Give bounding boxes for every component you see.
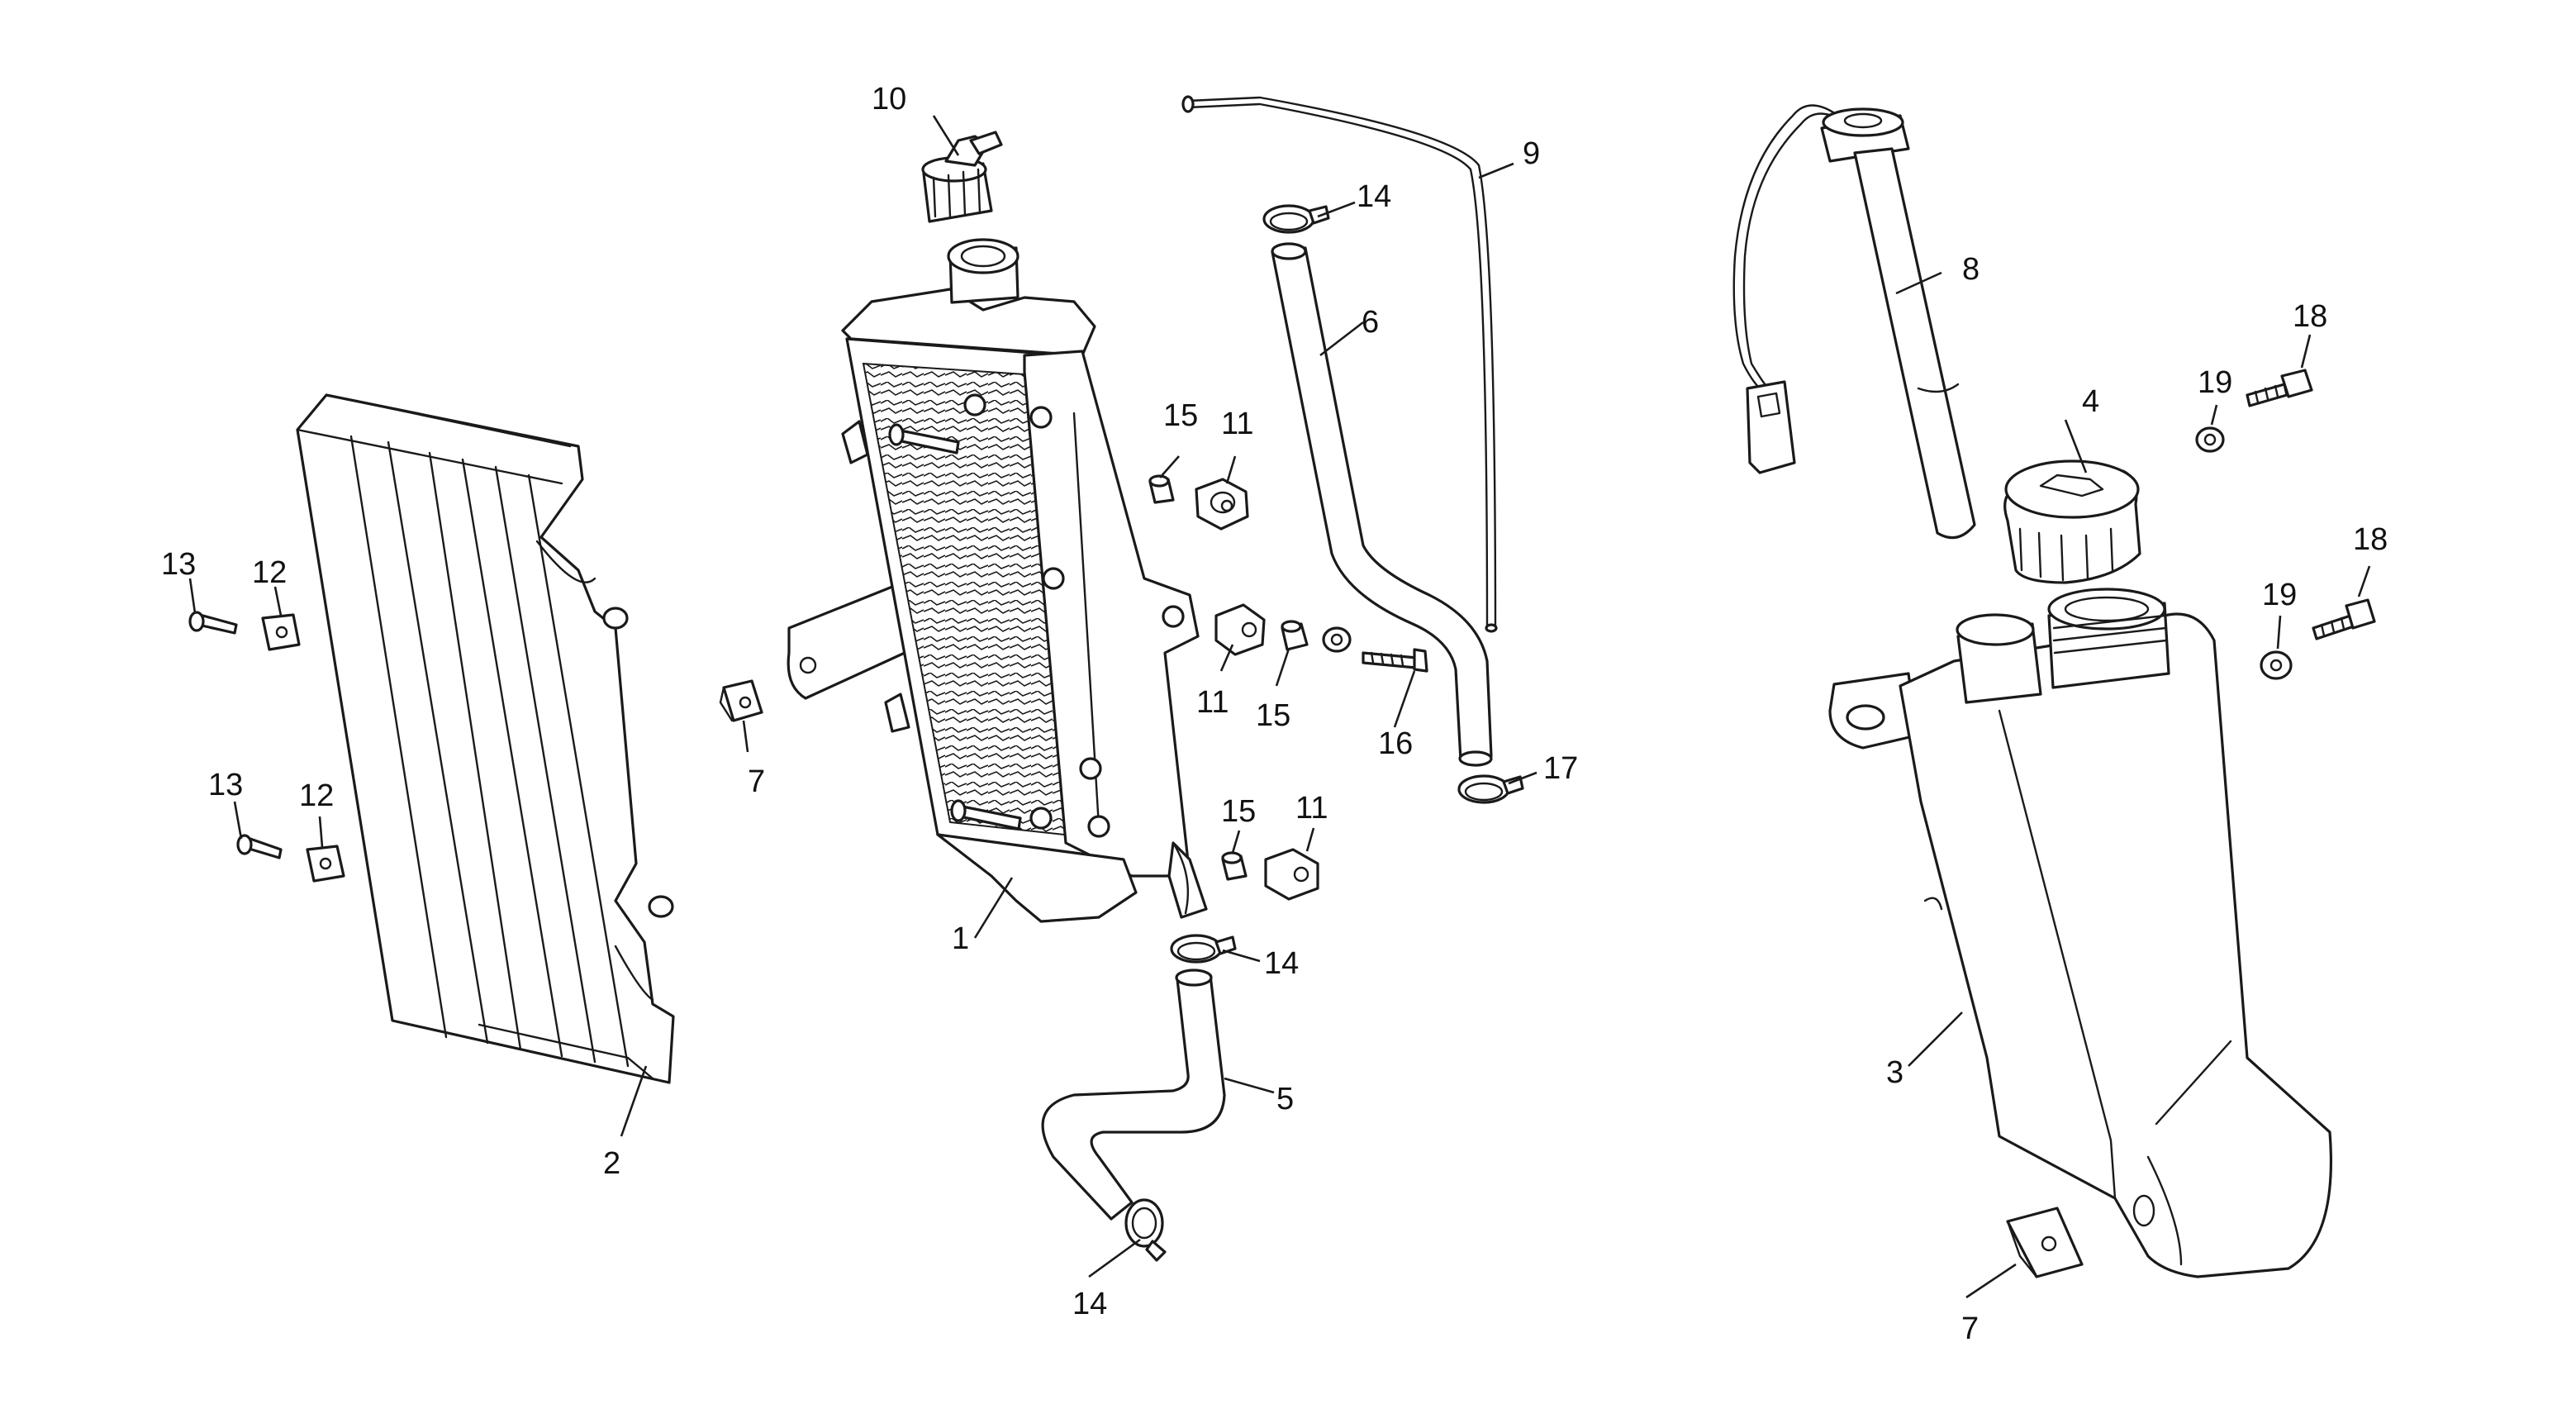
washer-19-lower: [2260, 650, 2293, 680]
bolt-18-lower: [2312, 598, 2376, 640]
hose-clamp-14-upper: [1262, 204, 1330, 234]
callout-17: 17: [1543, 751, 1578, 786]
callout-12-lower: 12: [299, 778, 334, 813]
expansion-tank-part: [1828, 588, 2333, 1278]
callout-12-upper: 12: [252, 555, 287, 590]
leader-lines: [188, 115, 2371, 1299]
grommet-11-lower: [1264, 848, 1319, 901]
callout-13-lower: 13: [208, 768, 243, 802]
washer-16: [1322, 626, 1352, 653]
callout-1: 1: [952, 921, 969, 956]
clip-nut-7-middle: [719, 679, 763, 722]
spacer-15-lower: [1221, 851, 1248, 881]
callout-5: 5: [1276, 1082, 1294, 1116]
spacer-15-middle: [1281, 620, 1309, 651]
radiator-guard-part: [296, 393, 675, 1084]
callout-18-lower: 18: [2353, 522, 2388, 557]
callout-2: 2: [603, 1146, 620, 1181]
callout-13-upper: 13: [161, 547, 196, 582]
callout-15-middle: 15: [1256, 698, 1290, 733]
callout-7-right: 7: [1961, 1311, 1979, 1346]
callout-19-upper: 19: [2198, 365, 2232, 400]
callout-15-lower: 15: [1221, 794, 1256, 829]
grommet-11-middle: [1214, 603, 1266, 656]
callout-11-lower: 11: [1295, 791, 1328, 826]
spacer-15-upper: [1148, 474, 1175, 504]
callout-labels: 1 2 3 4 5 6 7 7 8 9 10 11 11 11 12 12 13…: [161, 82, 2388, 1346]
radiator-cap-part: [921, 131, 1003, 223]
callout-16: 16: [1378, 726, 1413, 761]
screw-13-upper: [188, 611, 238, 635]
level-sensor-part: [1732, 104, 1976, 540]
callout-9: 9: [1523, 136, 1540, 171]
upper-hose-part: [1271, 242, 1493, 767]
callout-8: 8: [1962, 252, 1980, 287]
callout-14-middle: 14: [1264, 946, 1299, 981]
callout-11-middle: 11: [1196, 685, 1229, 720]
screw-13-lower: [236, 834, 283, 859]
callout-18-upper: 18: [2293, 299, 2327, 334]
callout-3: 3: [1886, 1055, 1903, 1090]
expansion-tank-cap-part: [2003, 459, 2141, 584]
overflow-tube-part: [1181, 95, 1498, 633]
callout-6: 6: [1362, 305, 1379, 340]
callout-19-lower: 19: [2262, 578, 2297, 612]
hose-clamp-17: [1457, 774, 1524, 804]
callout-7-middle: 7: [748, 764, 765, 799]
radiator-part: [787, 238, 1208, 923]
clip-nut-12-upper: [261, 613, 301, 651]
callout-11-upper: 11: [1221, 407, 1253, 441]
bolt-18-upper: [2246, 369, 2313, 407]
callout-15-upper: 15: [1163, 398, 1198, 433]
callout-14-lower: 14: [1072, 1287, 1107, 1321]
callout-10: 10: [872, 82, 906, 117]
callout-4: 4: [2082, 384, 2099, 419]
clip-nut-7-right: [2006, 1207, 2084, 1278]
lower-hose-part: [1041, 969, 1226, 1221]
callout-14-upper: 14: [1357, 179, 1391, 214]
clip-nut-12-lower: [306, 845, 345, 883]
hose-clamp-14-lower: [1124, 1198, 1167, 1262]
hose-clamp-14-middle: [1170, 934, 1237, 964]
washer-19-upper: [2195, 426, 2225, 453]
bolt-16: [1362, 648, 1428, 673]
grommet-11-upper: [1195, 478, 1249, 531]
